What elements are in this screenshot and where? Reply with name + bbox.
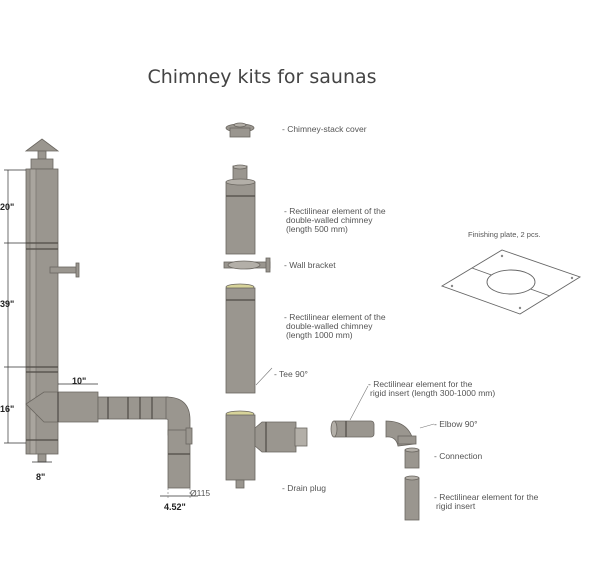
tee-body <box>225 414 256 481</box>
element-500mm <box>225 181 256 255</box>
inner-pipe-rim <box>232 164 248 170</box>
tee-branch-end <box>294 427 308 447</box>
drain-plug-assembled <box>37 453 47 463</box>
label-rect1000-line2: double-walled chimney <box>286 321 373 331</box>
label-rigid1-line1: - Rectilinear element for the <box>368 379 473 389</box>
elbow-leader <box>419 423 435 429</box>
element-1000mm <box>225 287 256 394</box>
dim-39: 39" <box>0 299 15 309</box>
screw-hole <box>500 254 504 258</box>
assembled-chimney <box>24 138 193 489</box>
label-finishing-plate: Finishing plate, 2 pcs. <box>468 230 541 239</box>
finishing-plate-hole <box>486 269 536 295</box>
screw-hole <box>518 306 522 310</box>
rigid1-leader <box>349 385 369 421</box>
label-rigid1-line2: rigid insert (length 300-1000 mm) <box>370 388 496 398</box>
label-leaders <box>255 367 435 429</box>
cap-collar <box>30 158 54 170</box>
dim-20: 20" <box>0 202 15 212</box>
stack-cover-hole <box>233 122 247 128</box>
rigid-insert-end <box>330 420 338 438</box>
dim-16: 16" <box>0 404 15 414</box>
connection-rim <box>404 447 420 453</box>
label-rect500-line1: - Rectilinear element of the <box>284 206 386 216</box>
rigid-insert-element-2 <box>404 477 420 521</box>
label-rect1000-line3: (length 1000 mm) <box>286 330 353 340</box>
label-rigid2-line1: - Rectilinear element for the <box>434 492 539 502</box>
stove-connection-pipe <box>167 429 191 489</box>
elbow-collar <box>397 435 417 445</box>
label-elbow: - Elbow 90° <box>434 419 478 429</box>
label-connection: - Connection <box>434 451 483 461</box>
dimension-lines <box>4 169 198 500</box>
rigid-insert-2-rim <box>404 475 420 481</box>
label-drain-plug: - Drain plug <box>282 483 326 493</box>
label-rect500-line2: double-walled chimney <box>286 215 373 225</box>
label-rigid2-line2: rigid insert <box>436 501 476 511</box>
label-wall-bracket: - Wall bracket <box>284 260 336 270</box>
dim-diameter: Ø115 <box>190 488 211 498</box>
drain-plug-part <box>235 479 245 489</box>
label-rect500-line3: (length 500 mm) <box>286 224 348 234</box>
dim-10: 10" <box>72 376 87 386</box>
label-stack-cover: - Chimney-stack cover <box>282 124 367 134</box>
screw-hole <box>450 284 454 288</box>
connector-clamp <box>185 427 193 445</box>
dim-8: 8" <box>36 472 46 482</box>
wall-bracket-mount <box>265 257 271 273</box>
wall-bracket-ring <box>227 260 261 270</box>
wall-bracket-arm <box>49 266 79 274</box>
label-rect1000-line1: - Rectilinear element of the <box>284 312 386 322</box>
exploded-parts <box>223 122 420 521</box>
connection-part <box>404 449 420 469</box>
chimney-cap <box>24 138 60 152</box>
element-500-rim <box>225 178 256 186</box>
wall-bracket-plate <box>75 262 80 278</box>
stack-cover-body <box>229 127 251 138</box>
label-tee: - Tee 90° <box>274 369 308 379</box>
finishing-plate <box>440 249 582 315</box>
screw-hole <box>570 276 574 280</box>
tee-leader <box>255 367 273 386</box>
cap-stem <box>37 150 47 160</box>
rigid-insert-element-1 <box>331 420 375 438</box>
pipe-highlight <box>29 168 37 455</box>
tee-side-branch <box>254 421 297 453</box>
dim-452: 4.52" <box>164 502 186 512</box>
diagram-title: Chimney kits for saunas <box>147 66 377 88</box>
